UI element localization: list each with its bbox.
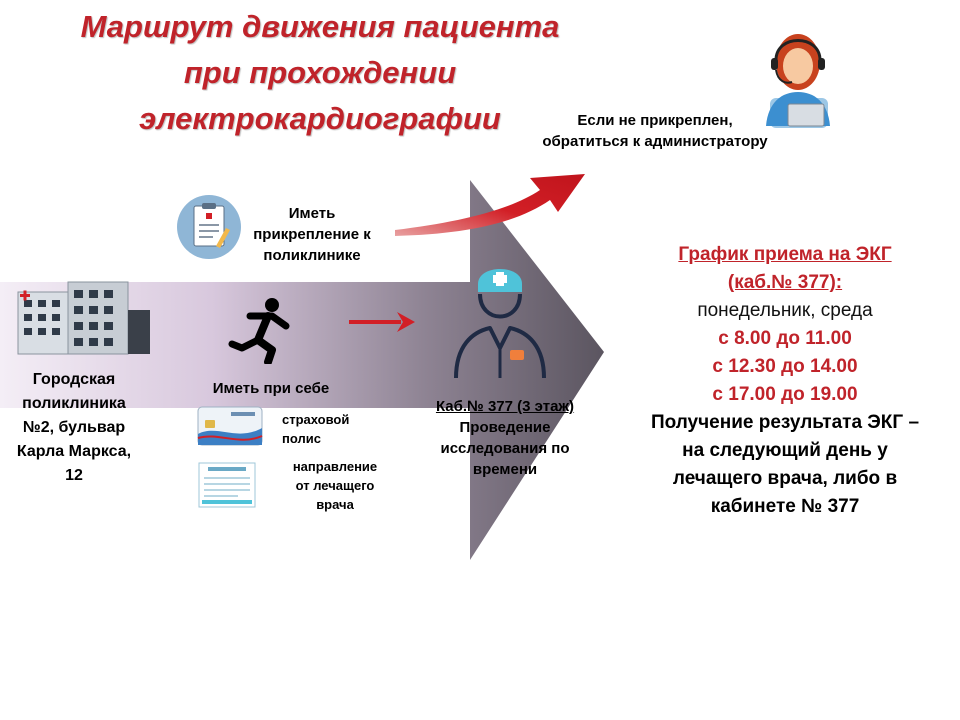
clinic-line-1: Городская	[32, 371, 116, 388]
insurance-label: страховой полис	[266, 410, 372, 448]
title-line-1: Маршрут движения пациента	[80, 9, 560, 44]
referral-line-1: направление	[292, 459, 378, 474]
attachment-line-2: прикрепление к	[253, 226, 371, 243]
room-line-1: Каб.№ 377 (3 этаж)	[435, 398, 575, 415]
insurance-line-1: страховой	[282, 412, 350, 427]
room-line-3: исследования по	[440, 440, 570, 457]
attachment-note: Иметь прикрепление к поликлинике	[242, 203, 382, 266]
schedule-time-2: с 12.30 до 14.00	[712, 356, 858, 377]
clinic-line-4: Карла Маркса,	[16, 443, 132, 460]
red-arrow-icon	[349, 312, 415, 332]
referral-line-2: от лечащего	[295, 478, 375, 493]
admin-note-line-1: Если не прикреплен,	[577, 112, 733, 129]
schedule-time-1: с 8.00 до 11.00	[718, 328, 852, 349]
schedule-heading-2: (каб.№ 377):	[727, 272, 843, 293]
clinic-line-5: 12	[65, 467, 83, 484]
clinic-line-2: поликлиника	[22, 395, 126, 412]
clipboard-icon	[177, 195, 241, 259]
insurance-line-2: полис	[282, 431, 321, 446]
clinic-address: Городская поликлиника №2, бульвар Карла …	[4, 368, 144, 488]
curved-red-arrow-icon	[395, 174, 585, 236]
bring-heading: Иметь при себе	[212, 380, 330, 397]
running-person-icon	[228, 298, 290, 364]
room-info: Каб.№ 377 (3 этаж) Проведение исследован…	[420, 396, 590, 480]
attachment-line-3: поликлинике	[263, 247, 361, 264]
title-line-2: при прохождении	[183, 55, 457, 90]
room-line-4: времени	[472, 461, 538, 478]
referral-label: направление от лечащего врача	[282, 457, 388, 514]
schedule-days: понедельник, среда	[697, 300, 873, 321]
administrator-icon	[766, 34, 830, 128]
clinic-line-3: №2, бульвар	[22, 419, 126, 436]
admin-note: Если не прикреплен, обратиться к админис…	[520, 110, 790, 152]
attachment-line-1: Иметь	[288, 205, 336, 222]
result-line-4: кабинете № 377	[710, 496, 860, 517]
result-line-1: Получение результата ЭКГ –	[650, 412, 920, 433]
room-line-2: Проведение	[459, 419, 551, 436]
doctor-icon	[454, 269, 546, 379]
page-title: Маршрут движения пациента при прохождени…	[40, 4, 600, 142]
insurance-card-icon	[197, 406, 263, 446]
admin-note-line-2: обратиться к администратору	[542, 133, 768, 150]
ecg-schedule: График приема на ЭКГ (каб.№ 377): понеде…	[630, 241, 940, 521]
clinic-building-icon	[17, 281, 150, 355]
title-line-3: электрокардиографии	[139, 101, 501, 136]
referral-line-3: врача	[316, 497, 354, 512]
result-line-3: лечащего врача, либо в	[672, 468, 898, 489]
referral-document-icon	[198, 462, 256, 508]
schedule-time-3: с 17.00 до 19.00	[712, 384, 858, 405]
schedule-heading-1: График приема на ЭКГ	[678, 244, 892, 265]
result-line-2: на следующий день у	[682, 440, 888, 461]
